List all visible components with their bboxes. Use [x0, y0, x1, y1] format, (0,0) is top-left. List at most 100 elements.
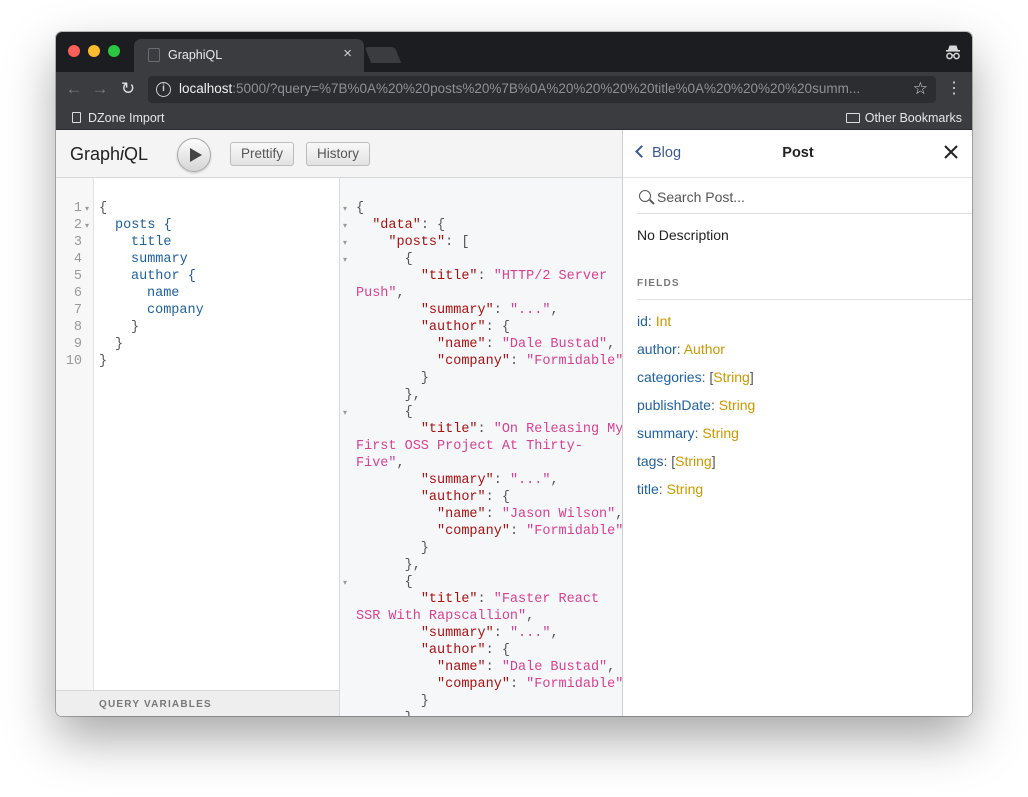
field-type[interactable]: String [718, 397, 756, 413]
back-arrow-icon[interactable]: ← [65, 79, 83, 98]
field-author[interactable]: author: Author [637, 341, 725, 357]
query-line: company [147, 303, 204, 318]
field-type[interactable]: String [675, 453, 712, 469]
result-token [356, 303, 421, 318]
result-token: "Formidable" [526, 677, 622, 692]
result-token: "Jason Wilson" [501, 507, 616, 522]
title-bar: GraphiQL × [56, 32, 972, 72]
result-token: "name" [437, 660, 486, 675]
result-line: "author": { [356, 489, 510, 506]
result-token: "..." [509, 473, 551, 488]
fold-toggle-icon[interactable]: ▾ [343, 204, 348, 213]
field-separator: : [647, 313, 656, 329]
field-name: publishDate [637, 397, 711, 413]
fold-toggle-icon[interactable]: ▾ [85, 204, 90, 213]
result-token: , [550, 303, 559, 318]
result-token: Push" [356, 286, 397, 301]
url-text[interactable]: localhost:5000/?query=%7B%0A%20%20posts%… [179, 81, 904, 96]
result-token: "Formidable" [526, 524, 622, 539]
result-token [356, 660, 437, 675]
result-token [356, 592, 421, 607]
result-token: "Formidable" [526, 354, 622, 369]
info-icon[interactable]: i [156, 82, 171, 97]
result-line: "company": "Formidable" [356, 676, 622, 693]
fold-toggle-icon[interactable]: ▾ [343, 255, 348, 264]
history-button[interactable]: History [306, 142, 371, 166]
fold-toggle-icon[interactable]: ▾ [343, 238, 348, 247]
result-line: { [356, 200, 364, 217]
line-number: 3 [73, 235, 82, 250]
result-viewer: {▾ "data": {▾ "posts": [▾ {▾ "title": "H… [340, 178, 622, 716]
bookmarks-bar: DZone Import Other Bookmarks [56, 106, 972, 130]
field-type[interactable]: String [713, 369, 750, 385]
address-bar[interactable]: i localhost:5000/?query=%7B%0A%20%20post… [148, 76, 936, 103]
query-variables-bar[interactable]: QUERY VARIABLES [56, 690, 340, 716]
new-tab-button[interactable] [364, 47, 402, 63]
forward-arrow-icon[interactable]: → [91, 79, 109, 98]
result-token: , [396, 456, 405, 471]
docs-back-link[interactable]: Blog [635, 145, 682, 161]
query-line: title [131, 235, 172, 250]
result-token [356, 677, 437, 692]
minimize-window-button[interactable] [88, 45, 100, 57]
bookmark-dzone-import[interactable]: DZone Import [72, 111, 164, 125]
fold-toggle-icon[interactable]: ▾ [85, 221, 90, 230]
prettify-button[interactable]: Prettify [230, 142, 295, 166]
line-number: 7 [73, 303, 82, 318]
menu-icon[interactable]: ⋮ [946, 80, 962, 97]
reload-icon[interactable]: ↻ [120, 79, 136, 98]
close-window-button[interactable] [68, 45, 80, 57]
docs-back-label: Blog [652, 145, 682, 161]
fold-toggle-icon[interactable]: ▾ [343, 221, 348, 230]
field-separator: : [701, 369, 710, 385]
field-type[interactable]: Author [683, 341, 725, 357]
result-token: { [356, 575, 413, 590]
result-token: : { [485, 490, 510, 505]
result-token: : [493, 303, 510, 318]
result-line: "summary": "...", [356, 302, 559, 319]
result-token: , [550, 626, 559, 641]
result-line: { [356, 574, 413, 591]
field-title[interactable]: title: String [637, 481, 703, 497]
field-publishDate[interactable]: publishDate: String [637, 397, 755, 413]
query-line: name [147, 286, 180, 301]
maximize-window-button[interactable] [108, 45, 120, 57]
result-token: : { [485, 320, 510, 335]
result-token [356, 507, 437, 522]
logo-part: Graph [70, 144, 121, 164]
result-token: "data" [372, 218, 421, 233]
close-icon[interactable] [943, 144, 959, 160]
result-token [356, 354, 437, 369]
result-token: : [477, 422, 494, 437]
fold-toggle-icon[interactable]: ▾ [343, 408, 348, 417]
execute-button[interactable] [177, 138, 211, 172]
bookmark-other-bookmarks[interactable]: Other Bookmarks [845, 111, 962, 125]
result-token: : [493, 473, 510, 488]
result-token: : [477, 269, 494, 284]
star-icon[interactable]: ☆ [912, 79, 928, 98]
result-token: , [615, 507, 622, 522]
docs-search-input[interactable] [657, 187, 957, 207]
browser-window: GraphiQL × ← → ↻ i localhost:5000/?query… [56, 32, 972, 716]
field-id[interactable]: id: Int [637, 313, 671, 329]
result-token: : [ [445, 235, 470, 250]
field-type[interactable]: String [666, 481, 704, 497]
tab-close-icon[interactable]: × [343, 45, 352, 62]
fold-toggle-icon[interactable]: ▾ [343, 578, 348, 587]
result-token: "..." [509, 626, 551, 641]
field-summary[interactable]: summary: String [637, 425, 739, 441]
field-type[interactable]: Int [655, 313, 672, 329]
result-token: "posts" [388, 235, 446, 250]
result-token: "Dale Bustad" [501, 660, 608, 675]
field-type[interactable]: String [702, 425, 739, 441]
field-tags[interactable]: tags: [String] [637, 453, 716, 469]
field-categories[interactable]: categories: [String] [637, 369, 754, 385]
result-line: "summary": "...", [356, 472, 559, 489]
browser-tab[interactable]: GraphiQL × [134, 39, 364, 72]
result-token [356, 422, 421, 437]
result-token: "name" [437, 507, 486, 522]
result-token: Five" [356, 456, 397, 471]
